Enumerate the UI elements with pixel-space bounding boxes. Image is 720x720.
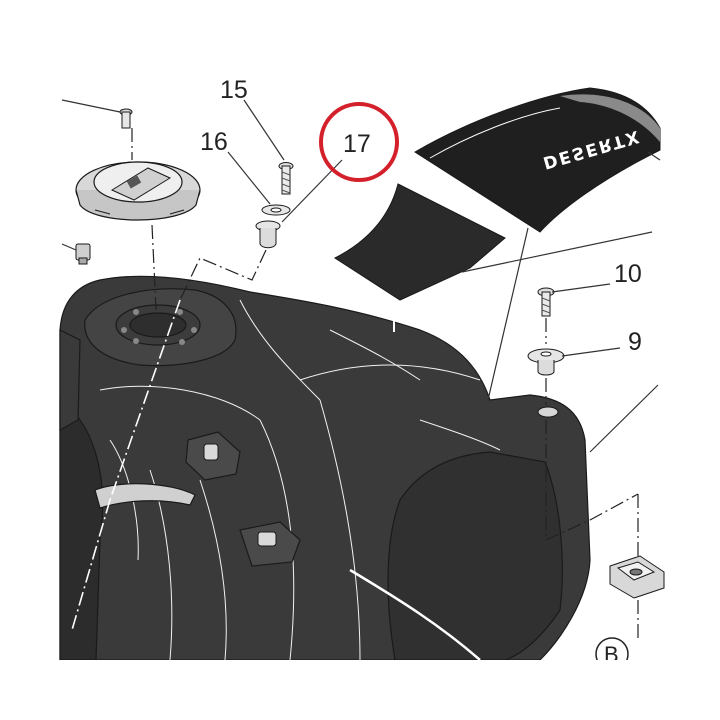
fuel-tank: [59, 275, 591, 661]
highlight-ring: [319, 102, 399, 182]
small-clip: [75, 243, 91, 265]
side-latch: [239, 521, 301, 567]
tank-pad: [334, 183, 506, 301]
callout-15: 15: [220, 76, 248, 104]
callout-17: 17: [343, 130, 371, 158]
callout-9: 9: [628, 328, 642, 356]
screw-15: [278, 162, 294, 195]
washer-9: [527, 348, 565, 376]
screw-10: [537, 287, 555, 317]
front-bracket: [185, 431, 241, 481]
desertx-decal: DESERTX: [414, 87, 661, 233]
fuel-cap: [75, 161, 201, 221]
rubber-mount: [609, 555, 665, 599]
bushing-17: [255, 220, 281, 249]
callout-16: 16: [200, 128, 228, 156]
callout-10: 10: [614, 260, 642, 288]
washer-16: [261, 204, 291, 216]
cap-screw: [119, 108, 133, 129]
